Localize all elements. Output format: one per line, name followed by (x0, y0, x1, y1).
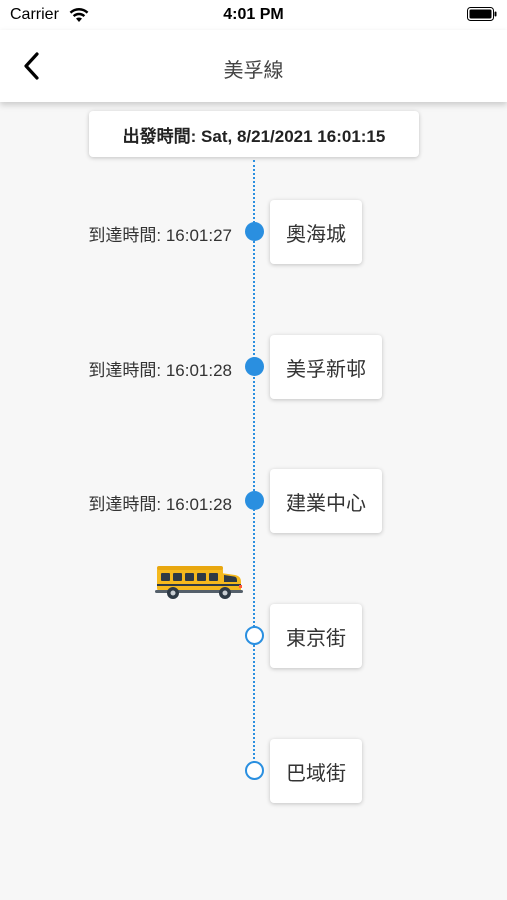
wifi-icon (69, 7, 89, 22)
carrier-label: Carrier (10, 6, 59, 23)
station-card[interactable]: 建業中心 (270, 469, 382, 533)
stop-node-passed (245, 491, 264, 510)
station-card[interactable]: 美孚新邨 (270, 335, 382, 399)
stop-row: 到達時間: 16:01:27 奧海城 (0, 200, 507, 264)
stop-row: 到達時間: 16:01:28 建業中心 (0, 469, 507, 533)
chevron-left-icon[interactable] (18, 50, 46, 82)
arrival-time: 到達時間: 16:01:28 (88, 361, 232, 380)
stop-row: 東京街 (0, 604, 507, 668)
arrival-time: 到達時間: 16:01:27 (88, 226, 232, 245)
station-card[interactable]: 奧海城 (270, 200, 362, 264)
route-timeline-line (253, 160, 255, 775)
stop-node-passed (245, 357, 264, 376)
station-card[interactable]: 東京街 (270, 604, 362, 668)
arrival-time: 到達時間: 16:01:28 (88, 495, 232, 514)
page-title: 美孚線 (223, 60, 284, 82)
stop-node-passed (245, 222, 264, 241)
status-time: 4:01 PM (223, 6, 284, 23)
stop-row: 到達時間: 16:01:28 美孚新邨 (0, 335, 507, 399)
stop-node-upcoming (245, 626, 264, 645)
battery-icon (467, 7, 497, 21)
station-card[interactable]: 巴域街 (270, 739, 362, 803)
stop-row: 巴域街 (0, 739, 507, 803)
departure-time-card: 出發時間: Sat, 8/21/2021 16:01:15 (89, 111, 419, 157)
stop-node-upcoming (245, 761, 264, 780)
school-bus-icon (155, 566, 243, 599)
navigation-bar: 美孚線 (0, 30, 507, 102)
status-bar: Carrier 4:01 PM (0, 0, 507, 30)
